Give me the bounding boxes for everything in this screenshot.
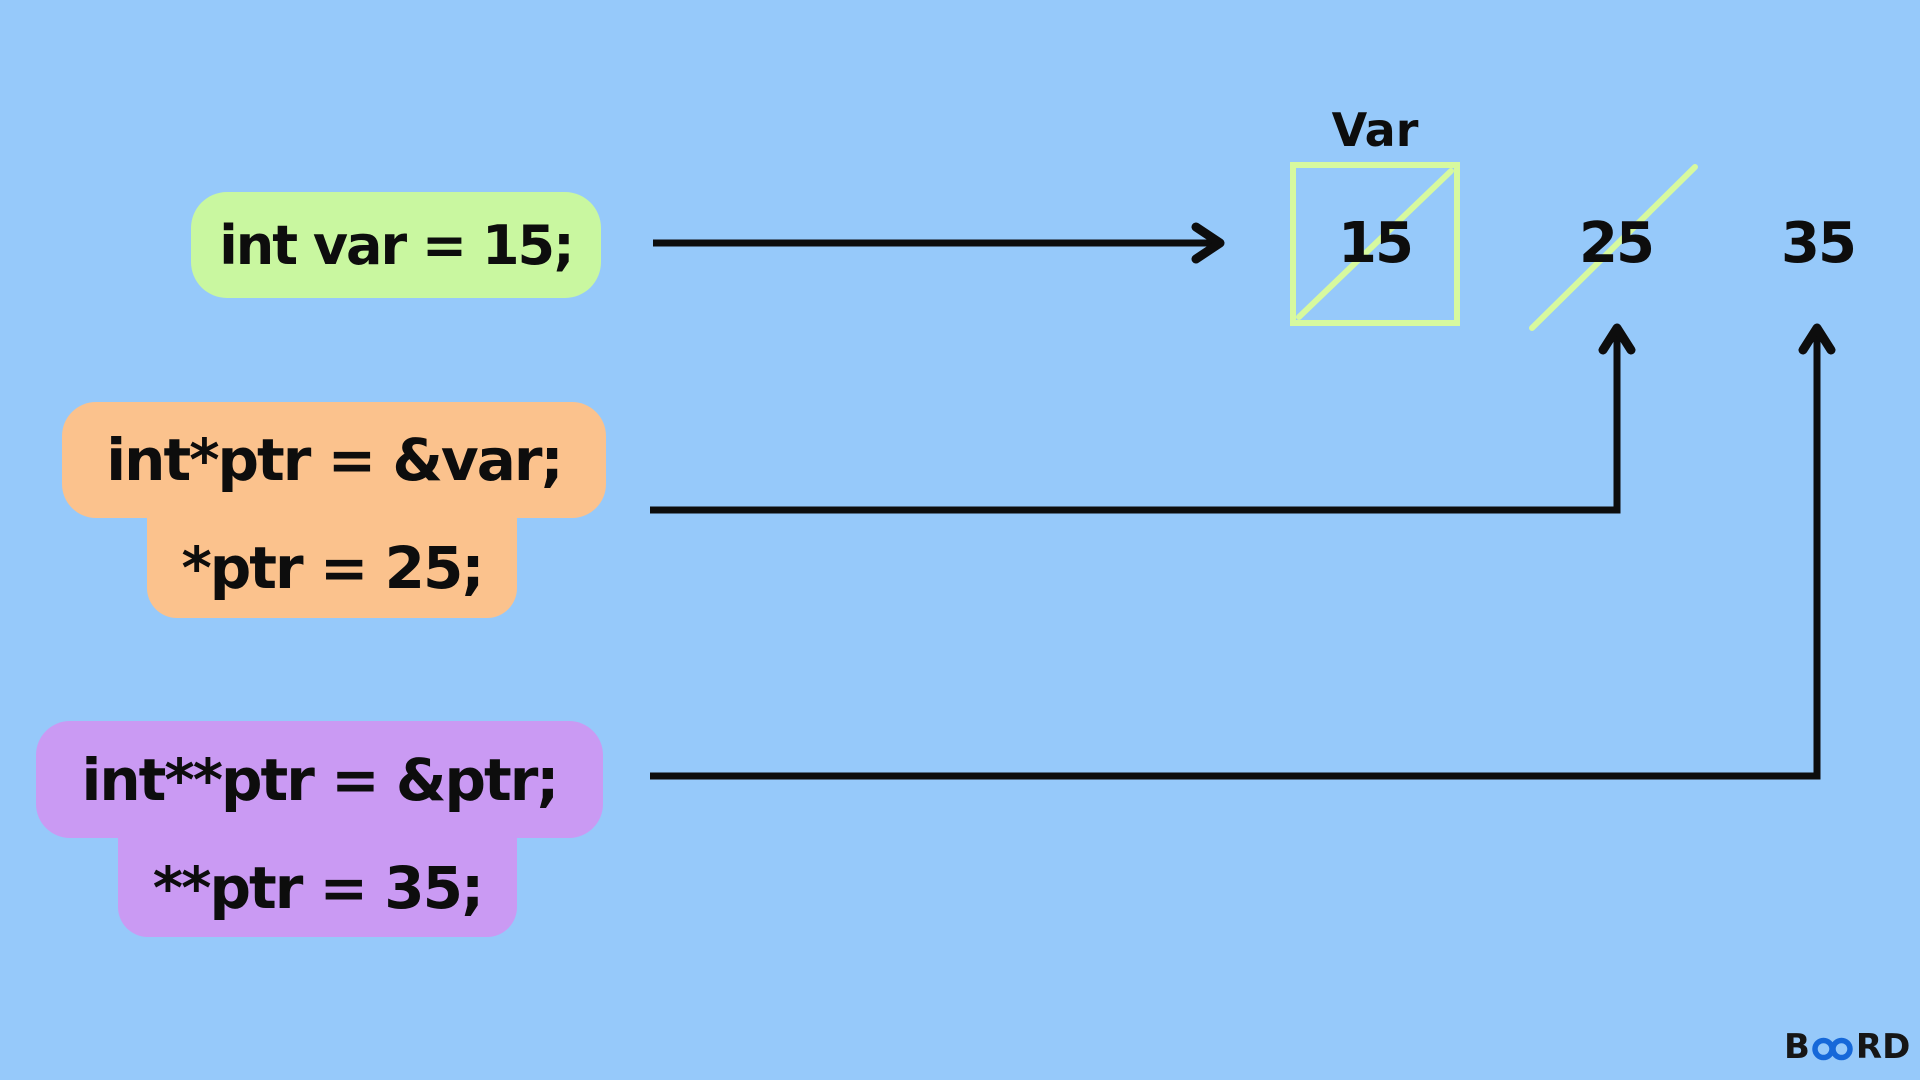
logo-letter-b: B	[1784, 1027, 1810, 1067]
memory-value-15: 15	[1338, 210, 1414, 276]
var-cell-label: Var	[1331, 103, 1419, 157]
board-logo: B RD	[1784, 1027, 1911, 1067]
strike-15	[1296, 168, 1454, 320]
code-box-ptr-decl-line2: *ptr = 25;	[147, 518, 517, 618]
memory-value-35: 35	[1781, 210, 1857, 276]
code-box-ptr-decl-line1: int*ptr = &var;	[62, 402, 606, 518]
infinity-icon	[1812, 1037, 1853, 1060]
arrow-double-ptr-assign	[650, 323, 1836, 780]
strike-25	[1529, 164, 1698, 331]
code-box-double-ptr-decl-line2: **ptr = 35;	[118, 838, 517, 937]
arrow-ptr-assign	[650, 323, 1636, 514]
var-memory-cell	[1290, 162, 1460, 326]
memory-value-25: 25	[1579, 210, 1655, 276]
logo-letters-rd: RD	[1855, 1027, 1911, 1067]
arrow-var-assign	[653, 222, 1225, 264]
code-box-var-decl: int var = 15;	[191, 192, 601, 298]
code-box-double-ptr-decl-line1: int**ptr = &ptr;	[36, 721, 603, 838]
